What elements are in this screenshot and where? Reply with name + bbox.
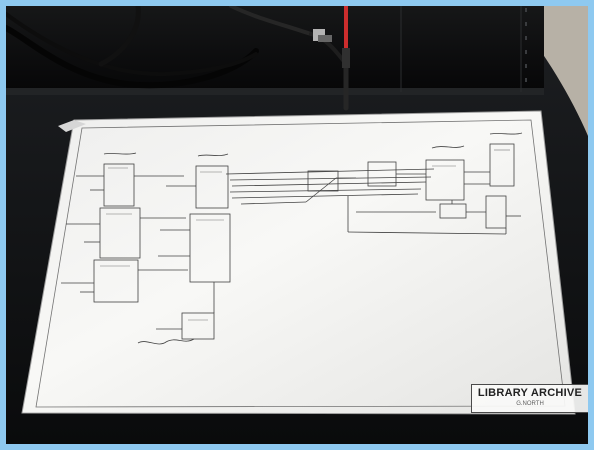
title-block-main: LIBRARY ARCHIVE bbox=[477, 387, 583, 399]
back-wall bbox=[506, 6, 588, 136]
title-block: LIBRARY ARCHIVE G.NORTH bbox=[471, 384, 588, 413]
cables bbox=[6, 6, 350, 111]
scene bbox=[6, 6, 588, 444]
title-block-sub: G.NORTH bbox=[516, 401, 544, 407]
schematic-paper bbox=[21, 110, 576, 415]
schematic-annotations bbox=[100, 149, 510, 321]
equipment-cabinet bbox=[6, 6, 544, 95]
photo: LIBRARY ARCHIVE G.NORTH bbox=[6, 6, 588, 444]
schematic-drawing bbox=[61, 132, 523, 345]
